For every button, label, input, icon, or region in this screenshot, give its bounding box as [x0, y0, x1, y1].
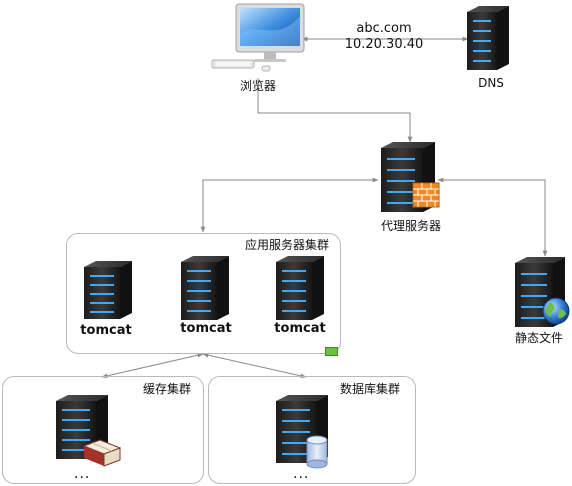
firewall-icon — [412, 182, 440, 208]
proxy-label: 代理服务器 — [380, 219, 442, 233]
tomcat-label: tomcat — [180, 321, 232, 336]
connector-app-cache — [101, 352, 204, 379]
tomcat-server-icon — [276, 256, 324, 320]
connector-proxy-static — [437, 177, 548, 257]
tomcat-server-icon — [84, 261, 132, 319]
db-cluster-title: 数据库集群 — [340, 382, 401, 396]
db-cluster-box — [208, 376, 416, 484]
tomcat-label: tomcat — [274, 321, 326, 336]
connector-proxy-app-cluster — [200, 177, 379, 233]
connector-app-db — [202, 352, 307, 379]
book-icon — [82, 439, 122, 467]
app-cluster-box — [66, 233, 341, 354]
db-more-ellipsis: ... — [293, 466, 310, 482]
app-cluster-title: 应用服务器集群 — [245, 238, 330, 252]
dns-label: DNS — [478, 76, 504, 90]
connector-browser-proxy — [257, 78, 413, 143]
browser-label: 浏览器 — [239, 79, 277, 93]
desktop-computer-icon — [211, 3, 305, 72]
dns-domain-label: abc.com — [356, 21, 412, 36]
database-cylinder-icon — [306, 435, 328, 469]
dns-ip-label: 10.20.30.40 — [344, 37, 424, 52]
cache-more-ellipsis: ... — [74, 466, 91, 482]
static-label: 静态文件 — [514, 331, 564, 345]
cache-cluster-title: 缓存集群 — [143, 382, 192, 396]
cache-cluster-box — [2, 376, 204, 484]
dns-server-icon — [467, 6, 509, 70]
tomcat-label: tomcat — [80, 323, 132, 338]
status-indicator-icon — [325, 347, 338, 356]
tomcat-server-icon — [181, 256, 229, 320]
globe-icon — [542, 297, 570, 325]
